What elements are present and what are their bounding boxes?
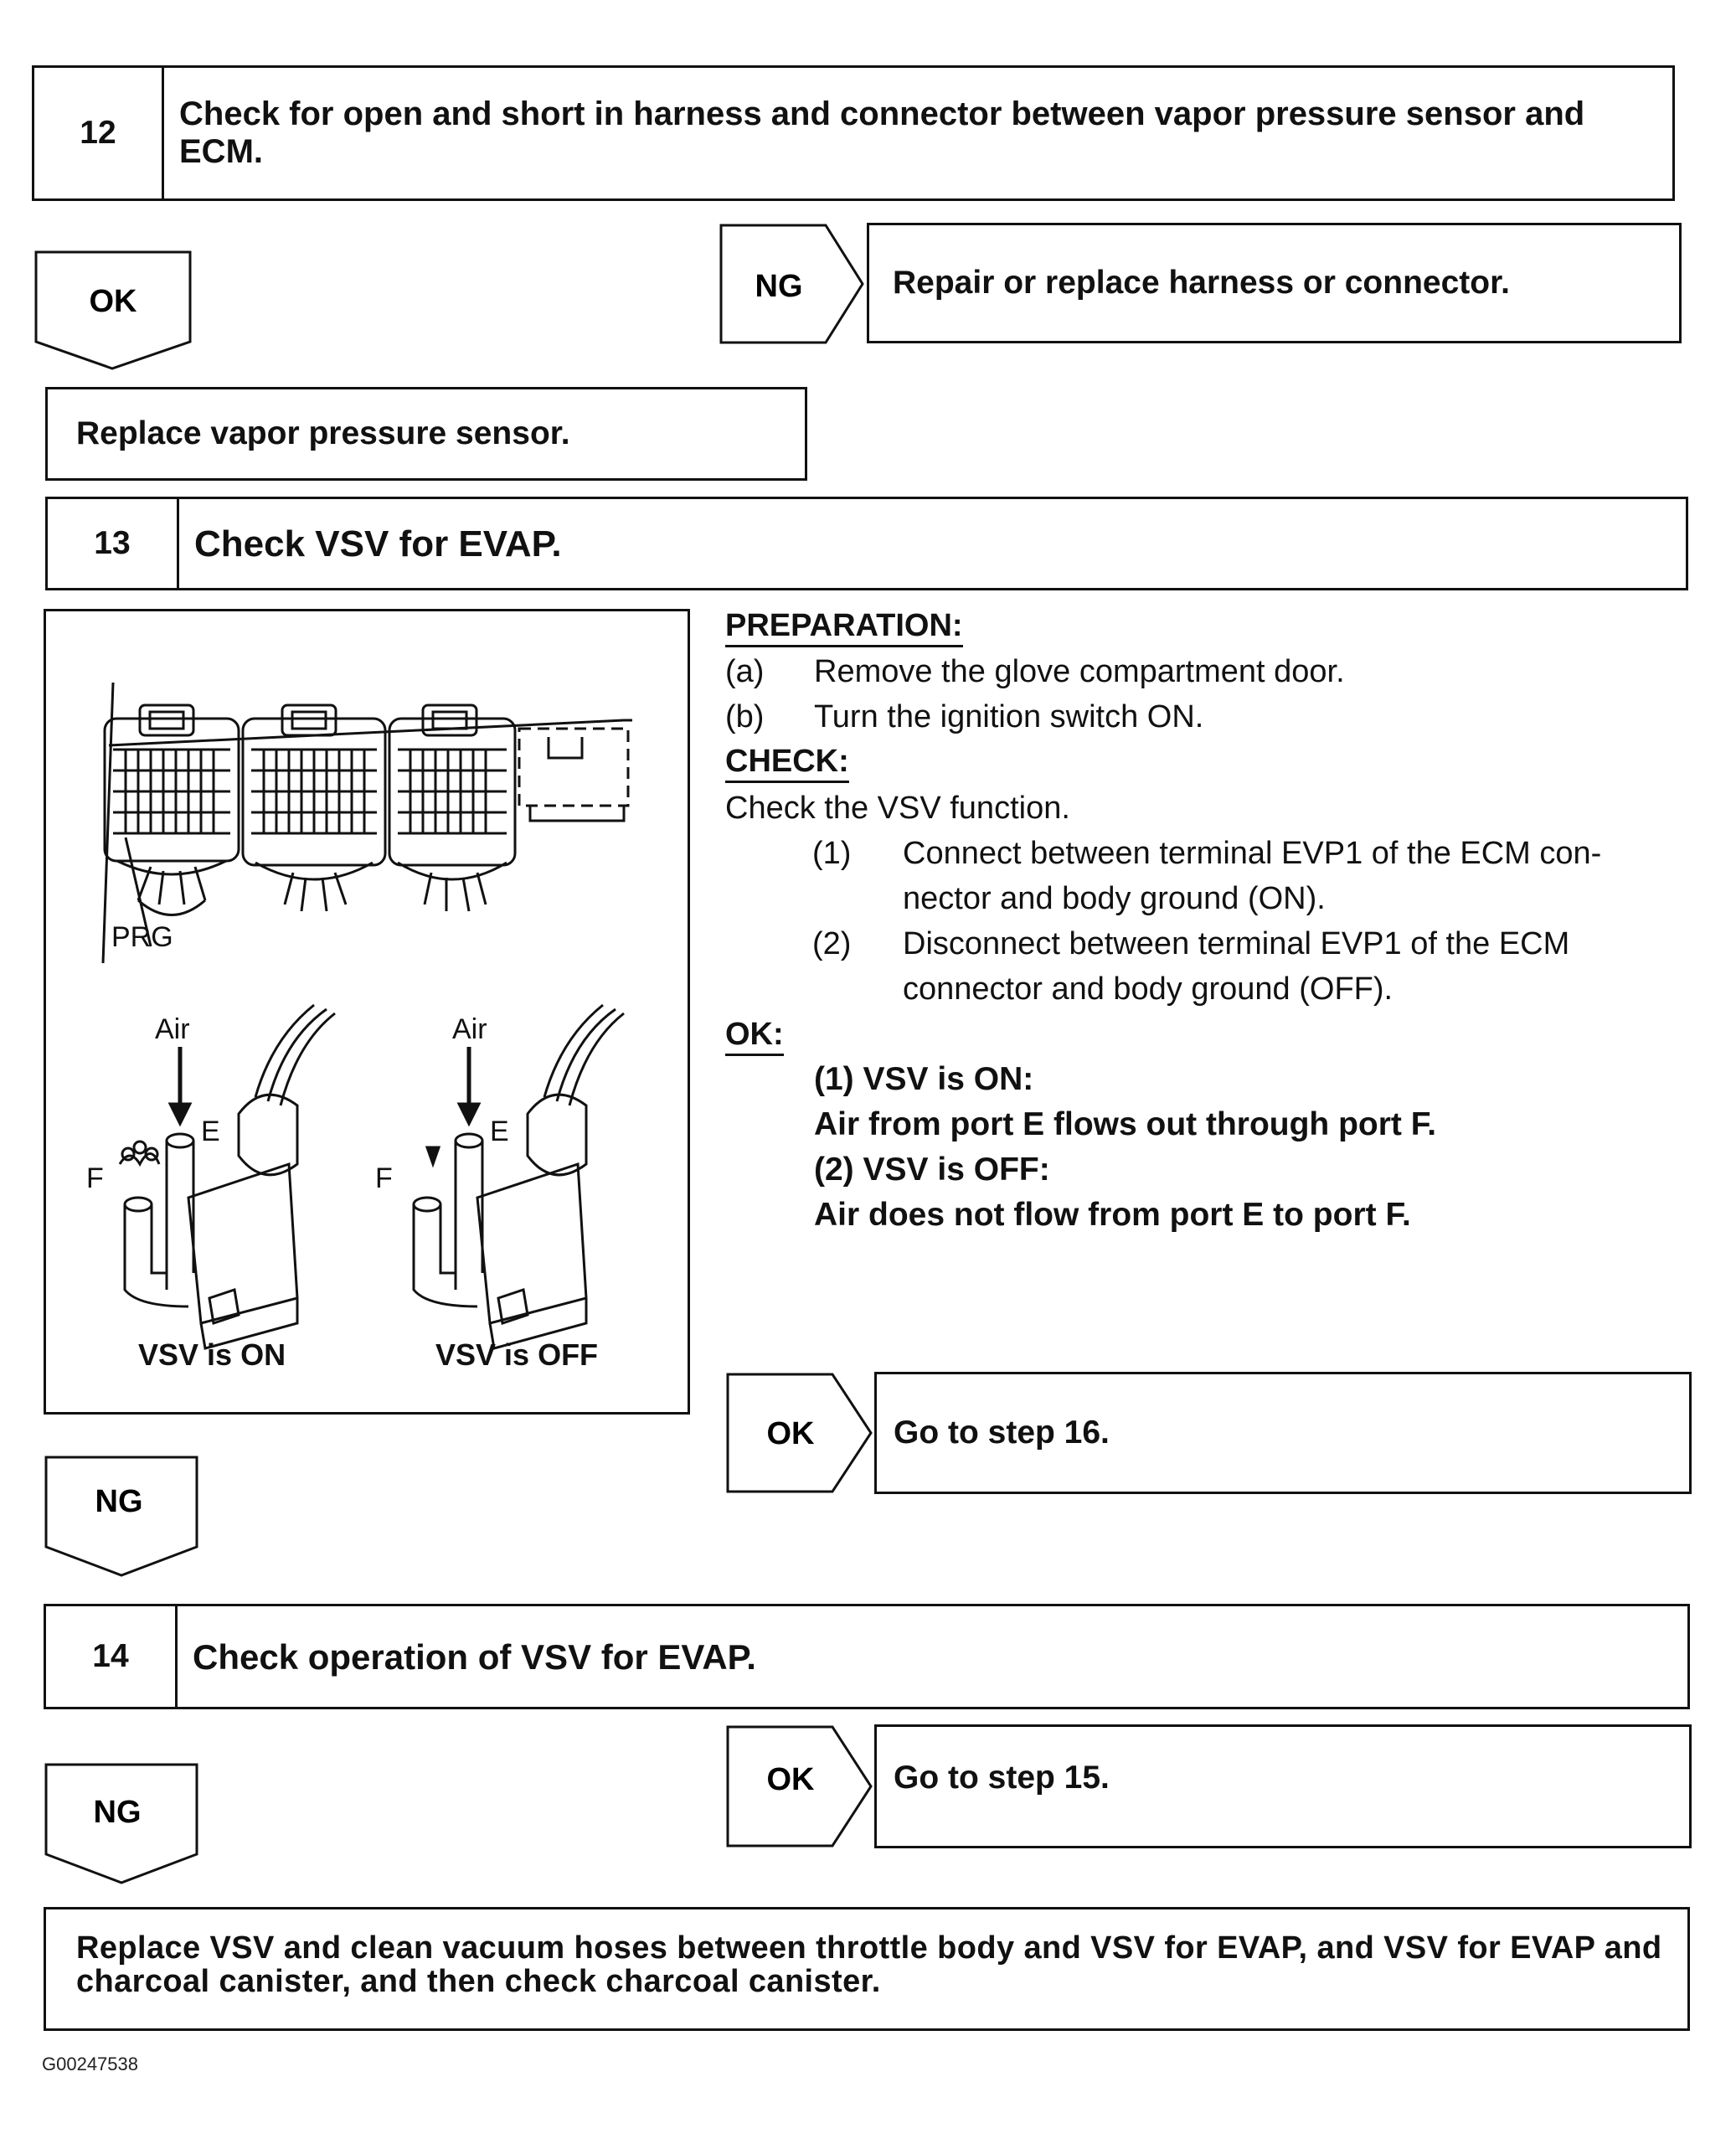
ok-right-arrow: OK — [725, 1372, 876, 1494]
ng-right-arrow: NG — [719, 223, 868, 345]
ok-action-box: Go to step 16. — [874, 1372, 1692, 1494]
connector-3 — [388, 703, 517, 912]
check-text-line2: nector and body ground (ON). — [903, 881, 1326, 916]
vsv-figure: PRG Air Air E E F F VSV is ON VSV is OFF — [44, 609, 690, 1415]
ok-line: (1) VSV is ON: — [814, 1061, 1034, 1097]
prep-text: Remove the glove compartment door. — [814, 654, 1345, 689]
check-text-line1: Connect between terminal EVP1 of the ECM… — [903, 836, 1602, 871]
ok-line: Air from port E flows out through port F… — [814, 1106, 1437, 1142]
prep-item-a: (a) Remove the glove compartment door. — [725, 649, 1688, 694]
port-f-off: F — [375, 1162, 393, 1194]
check-text-line1: Disconnect between terminal EVP1 of the … — [903, 926, 1570, 961]
figure-id: G00247538 — [42, 2054, 138, 2074]
preparation-heading: PREPARATION: — [725, 603, 963, 648]
prep-marker: (b) — [725, 699, 765, 734]
air-label-on: Air — [155, 1013, 190, 1045]
check-item-1: (1) Connect between terminal EVP1 of the… — [812, 831, 1692, 916]
port-e-on: E — [201, 1116, 220, 1147]
vsv-off-illustration — [412, 1003, 625, 1350]
ok-label: OK — [767, 1416, 816, 1451]
step-number: 14 — [46, 1606, 178, 1707]
check-item-2: (2) Disconnect between terminal EVP1 of … — [812, 921, 1692, 1007]
caption-vsv-off: VSV is OFF — [435, 1337, 598, 1372]
ok-line: (2) VSV is OFF: — [814, 1152, 1050, 1188]
air-label-off: Air — [452, 1013, 487, 1045]
ng-label: NG — [755, 269, 803, 304]
ok-criteria: (1) VSV is ON: Air from port E flows out… — [814, 1057, 1436, 1238]
ok-action-box: Replace vapor pressure sensor. — [45, 387, 807, 481]
caption-vsv-on: VSV is ON — [138, 1337, 286, 1372]
check-text-line2: connector and body ground (OFF). — [903, 971, 1393, 1007]
ok-heading: OK: — [725, 1012, 784, 1057]
prep-item-b: (b) Turn the ignition switch ON. — [725, 694, 1688, 740]
ok-label: OK — [767, 1762, 816, 1797]
step-number: 12 — [34, 68, 164, 198]
connector-4-empty — [518, 727, 630, 822]
vsv-on-illustration — [118, 1003, 336, 1350]
connector-2 — [241, 703, 387, 912]
check-heading: CHECK: — [725, 739, 849, 784]
prep-text: Turn the ignition switch ON. — [814, 699, 1204, 734]
ng-down-arrow: NG — [44, 1455, 201, 1579]
ok-label: OK — [90, 284, 138, 319]
connector-and-vsv-illustration: PRG Air Air E E F F VSV is ON VSV is OFF — [86, 682, 632, 1372]
check-marker: (1) — [812, 836, 852, 871]
connector-1 — [103, 703, 240, 916]
step-14-header: 14 Check operation of VSV for EVAP. — [44, 1604, 1690, 1709]
step-title: Check operation of VSV for EVAP. — [193, 1636, 756, 1677]
step-number: 13 — [48, 499, 179, 588]
step-title: Check for open and short in harness and … — [179, 95, 1585, 170]
port-e-off: E — [490, 1116, 509, 1147]
step-13-header: 13 Check VSV for EVAP. — [45, 497, 1688, 590]
ok-down-arrow: OK — [33, 250, 194, 372]
check-marker: (2) — [812, 926, 852, 961]
port-f-on: F — [86, 1162, 104, 1194]
final-action-box: Replace VSV and clean vacuum hoses betwe… — [44, 1907, 1690, 2031]
ng-label: NG — [95, 1484, 143, 1519]
ng-down-arrow: NG — [44, 1762, 201, 1886]
prep-marker: (a) — [725, 654, 765, 689]
prg-label: PRG — [111, 921, 173, 953]
step-12-header: 12 Check for open and short in harness a… — [32, 65, 1675, 201]
ok-line: Air does not flow from port E to port F. — [814, 1197, 1411, 1233]
ok-right-arrow: OK — [725, 1724, 876, 1848]
ng-action-box: Repair or replace harness or connector. — [867, 223, 1682, 343]
ok-action-box: Go to step 15. — [874, 1724, 1692, 1848]
check-intro: Check the VSV function. — [725, 791, 1070, 826]
ng-label: NG — [94, 1795, 142, 1830]
step-title: Check VSV for EVAP. — [194, 523, 562, 564]
